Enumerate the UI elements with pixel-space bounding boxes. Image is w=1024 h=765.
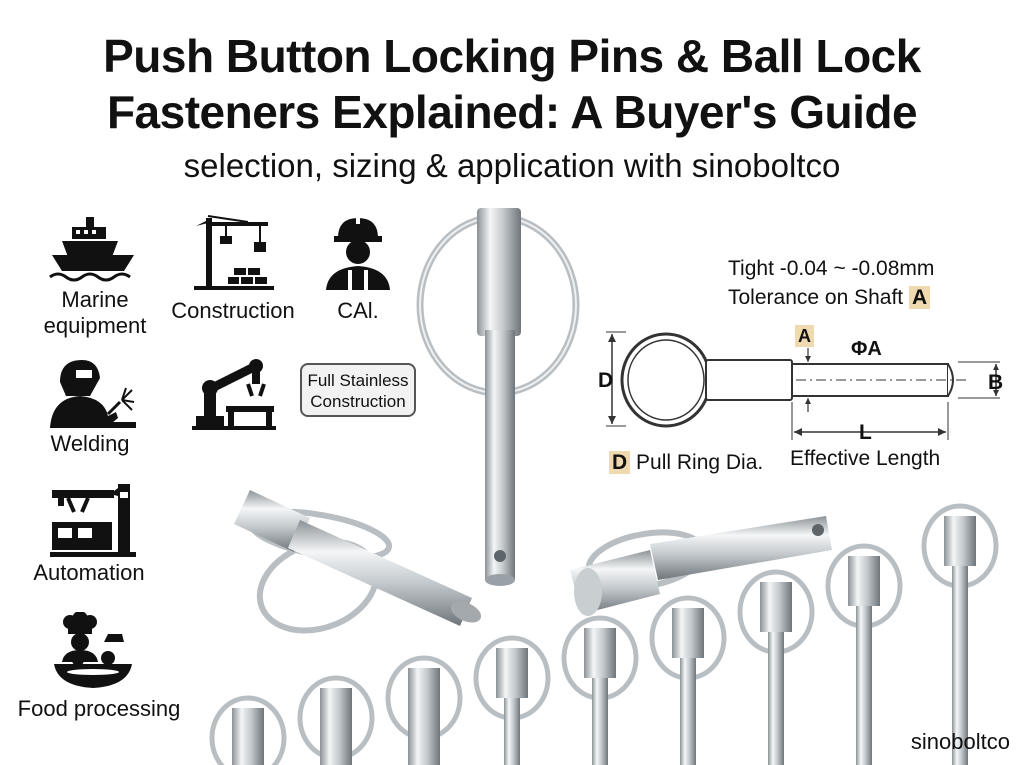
application-label-welding: Welding	[50, 431, 130, 456]
pull-ring-caption: D Pull Ring Dia.	[609, 450, 763, 476]
badge-line-1: Full Stainless	[307, 371, 409, 390]
factory-icon	[50, 484, 136, 557]
diagonal-locking-pin-right	[570, 516, 832, 616]
pull-ring-text: Pull Ring Dia.	[636, 451, 764, 474]
diagonal-locking-pin-left	[234, 490, 482, 634]
worker-icon	[326, 214, 390, 290]
tip-diameter-label: B	[988, 371, 1004, 394]
badge-line-2: Construction	[310, 392, 406, 411]
shaft-marker-a: A	[795, 325, 814, 347]
length-label: L	[859, 421, 872, 444]
application-label-automation: Automation	[33, 560, 145, 585]
dimension-diagram	[606, 331, 1000, 440]
pull-ring-marker: D	[609, 451, 631, 474]
ring-diameter-label: D	[598, 369, 614, 392]
tolerance-marker-a: A	[908, 286, 931, 309]
page-title-line-2: Fasteners Explained: A Buyer's Guide	[106, 86, 918, 138]
tolerance-line-1: Tight -0.04 ~ -0.08mm	[728, 257, 935, 280]
tolerance-line-2-text: Tolerance on Shaft	[728, 286, 904, 309]
chef-icon	[54, 612, 132, 688]
crane-icon	[194, 215, 274, 290]
pins-product-illustration	[209, 208, 999, 765]
welder-icon	[50, 360, 136, 428]
pin-row	[209, 503, 999, 765]
application-label-cai: CAl.	[337, 298, 379, 323]
application-label-marine: Marine equipment	[43, 287, 147, 338]
diameter-label: ΦA	[851, 338, 882, 360]
application-label-construction: Construction	[171, 298, 295, 323]
vertical-locking-pin	[416, 208, 580, 586]
robot-arm-icon	[192, 359, 276, 430]
brand-watermark: sinoboltco	[910, 729, 1010, 754]
application-label-food-processing: Food processing	[17, 696, 181, 721]
tolerance-line-2: Tolerance on Shaft A	[728, 285, 931, 311]
page-title-line-1: Push Button Locking Pins & Ball Lock	[103, 30, 921, 82]
page-subtitle: selection, sizing & application with sin…	[183, 147, 841, 184]
stainless-construction-badge: Full Stainless Construction	[300, 363, 416, 417]
ship-icon	[49, 217, 134, 282]
effective-length-caption: Effective Length	[790, 447, 941, 470]
